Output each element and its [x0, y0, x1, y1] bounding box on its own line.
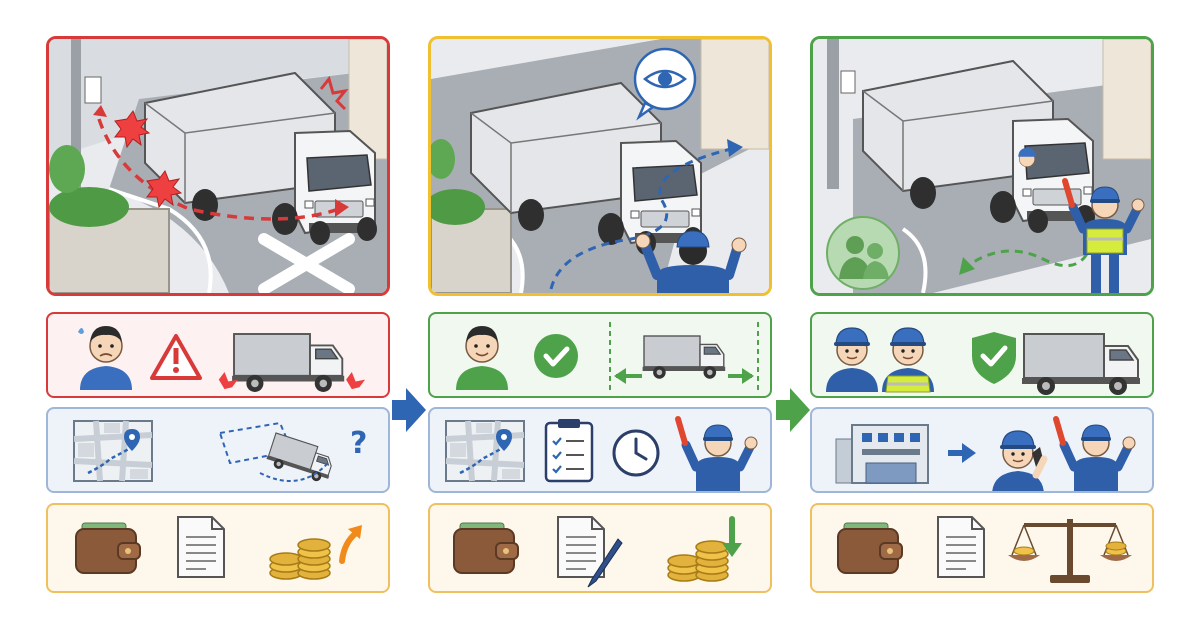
arrow-right-icon: [776, 388, 810, 432]
safe-row-cost: [810, 503, 1154, 593]
checked-row-route: [428, 407, 772, 493]
shield-check-icon: [972, 332, 1016, 384]
document-icon: [177, 516, 225, 578]
smiling-person-icon: [455, 325, 509, 391]
panel-safe: [810, 36, 1154, 596]
truck-icon: [1021, 333, 1141, 396]
person-silhouette-icon: [826, 216, 900, 290]
lost-truck-icon: [218, 421, 338, 486]
wallet-icon: [453, 522, 519, 574]
panel-checked: [428, 36, 772, 596]
document-icon: [937, 516, 985, 578]
phone-worker-icon: [991, 430, 1048, 491]
guide-with-baton-icon: [1056, 419, 1135, 491]
guide-with-baton-icon: [1065, 181, 1144, 293]
check-circle-icon: [534, 334, 578, 378]
worried-person-icon: [78, 325, 133, 391]
document-pen-icon: [557, 516, 623, 588]
checked-scene: [428, 36, 772, 296]
guide-with-baton-icon: [678, 419, 757, 491]
checklist-icon: [544, 419, 594, 483]
safe-row-contact: [810, 407, 1154, 493]
wallet-icon: [837, 522, 903, 574]
risky-row-people: [46, 312, 390, 398]
safe-row-people: [810, 312, 1154, 398]
arrow-right-icon: [392, 388, 426, 432]
risky-row-cost: [46, 503, 390, 593]
panel-risky: ?: [46, 36, 390, 596]
coins-down-icon: [667, 516, 742, 582]
truck-clearance-icon: [609, 322, 759, 390]
checked-row-people: [428, 312, 772, 398]
arrow-right-icon: [948, 443, 976, 463]
map-route-icon: [446, 421, 524, 481]
wallet-icon: [75, 522, 141, 574]
risky-scene: [46, 36, 390, 296]
map-pin-icon: [74, 421, 152, 481]
two-workers-icon: [825, 327, 935, 393]
safe-scene: [810, 36, 1154, 296]
risky-row-route: ?: [46, 407, 390, 493]
clock-icon: [612, 429, 660, 477]
cross-mark-icon: [258, 233, 355, 293]
office-building-icon: [835, 424, 929, 484]
waving-guide-icon: [635, 230, 747, 293]
question-mark-icon: ?: [350, 426, 367, 461]
truck-collision-icon: [218, 333, 366, 393]
coins-up-icon: [269, 525, 362, 580]
checked-row-cost: [428, 503, 772, 593]
collision-burst-icon: [114, 75, 349, 209]
eye-speech-icon: [633, 47, 697, 121]
balance-scale-icon: [1008, 519, 1132, 583]
warning-triangle-icon: [150, 334, 202, 380]
